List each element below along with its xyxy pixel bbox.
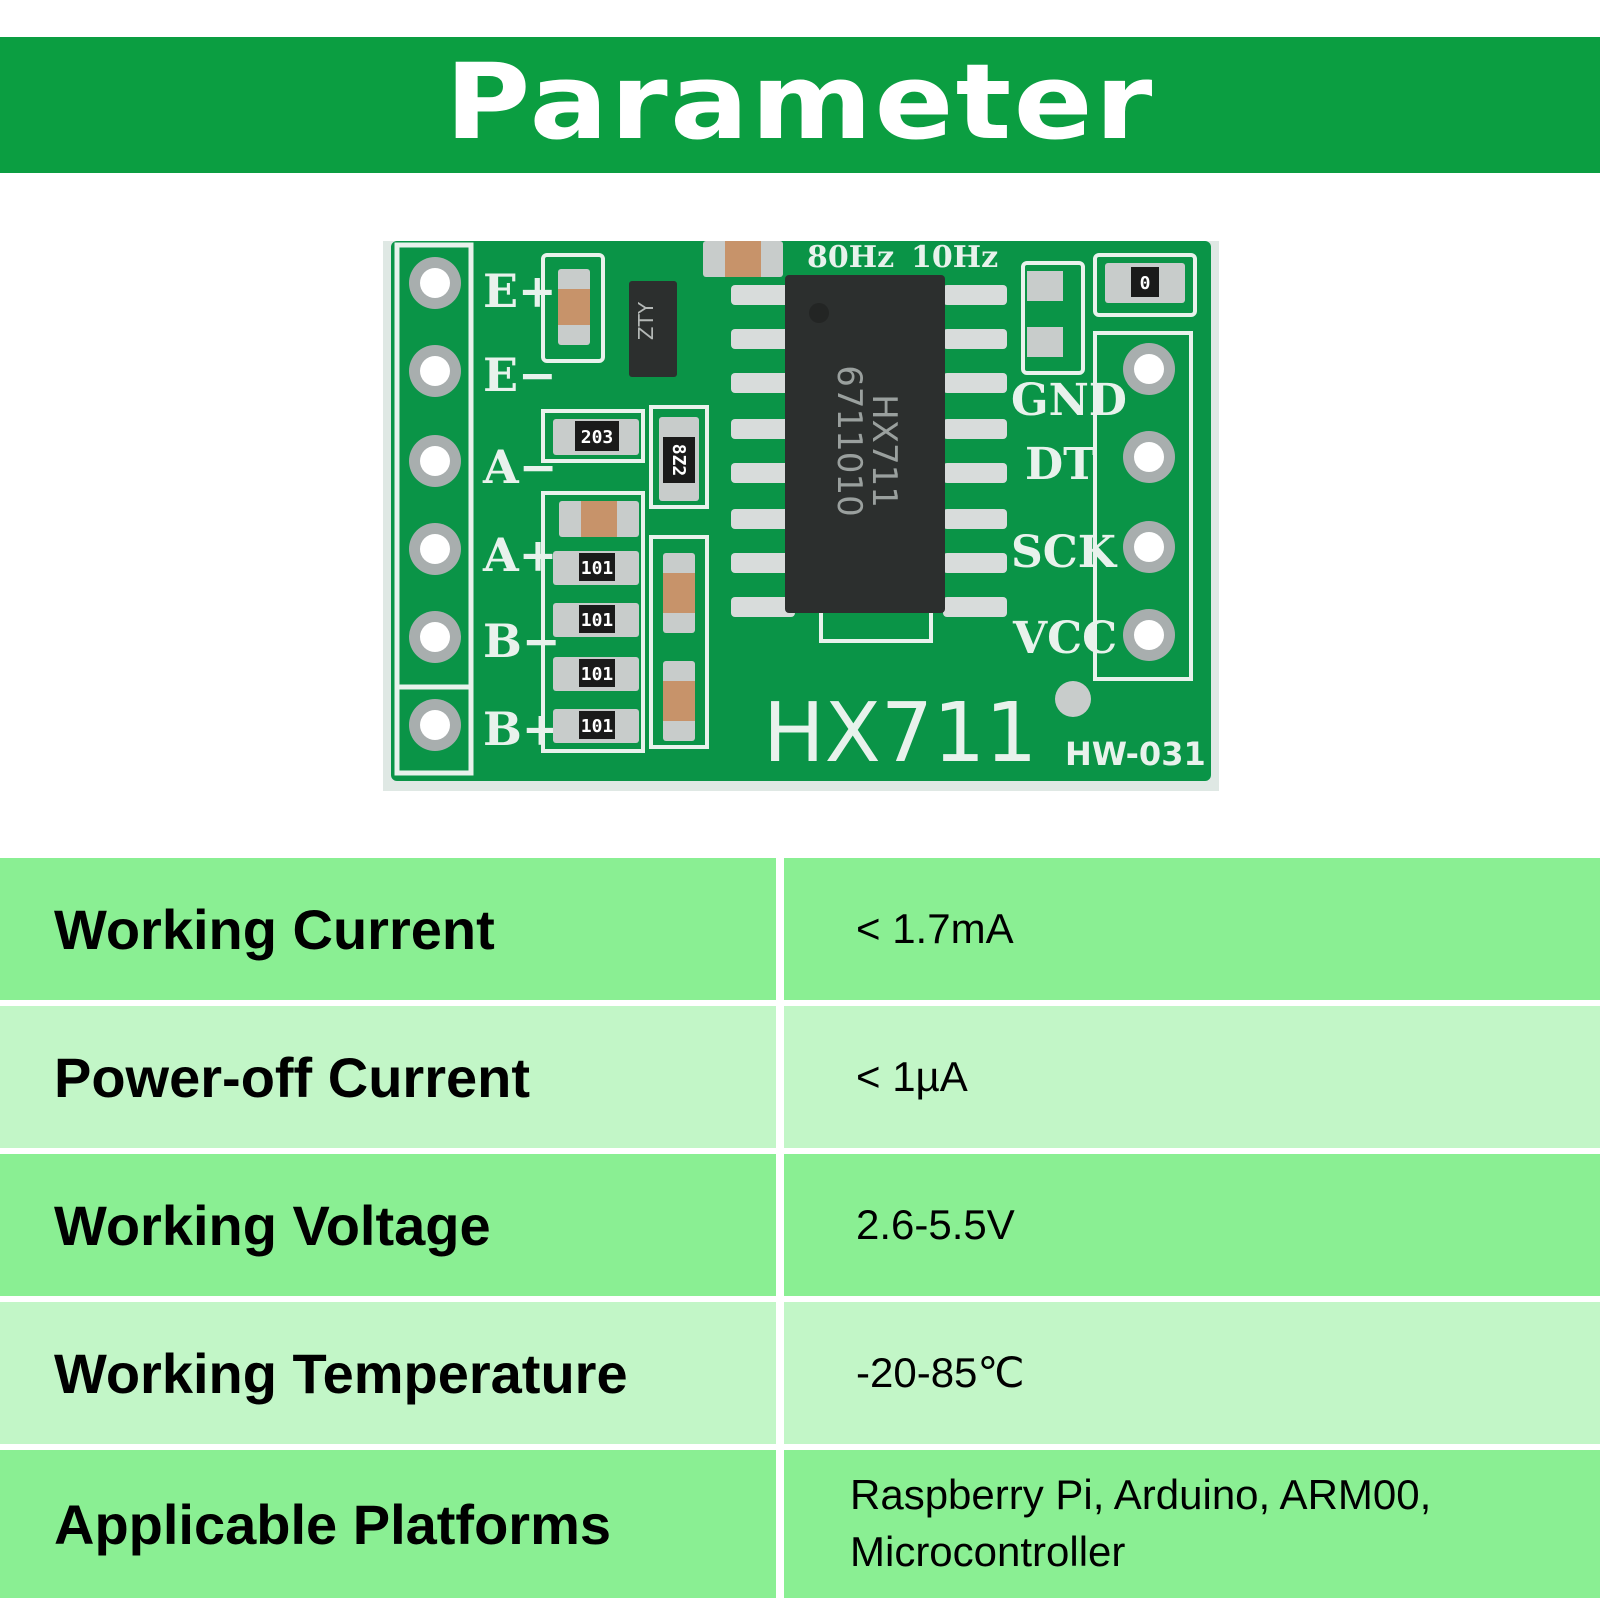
param-label: Working Current <box>0 858 776 1000</box>
chip-marking-model: HX711 <box>864 394 904 508</box>
param-value: 2.6-5.5V <box>784 1154 1600 1296</box>
resistors: 203 8Z2 101 101 101 101 0 <box>553 263 1185 743</box>
table-row: Working Current < 1.7mA <box>0 858 1600 1000</box>
param-value: < 1.7mA <box>784 858 1600 1000</box>
pin-label-b-minus: B− <box>483 614 560 668</box>
svg-text:8Z2: 8Z2 <box>668 444 689 477</box>
param-label: Applicable Platforms <box>0 1450 776 1598</box>
left-pin-holes <box>409 257 461 751</box>
hx711-board-image: E+ E− A− A+ B− B+ <box>383 241 1219 791</box>
table-row: Working Temperature -20-85℃ <box>0 1302 1600 1444</box>
chip-marking-code: 6711010 <box>829 365 869 516</box>
svg-text:203: 203 <box>581 427 614 448</box>
param-label: Working Temperature <box>0 1302 776 1444</box>
pin-label-e-minus: E− <box>483 348 557 402</box>
param-label: Power-off Current <box>0 1006 776 1148</box>
param-label: Working Voltage <box>0 1154 776 1296</box>
pin-label-gnd: GND <box>1011 375 1127 426</box>
pin-label-e-plus: E+ <box>483 264 557 318</box>
right-pin-holes <box>1123 343 1175 661</box>
svg-text:0: 0 <box>1140 273 1151 294</box>
pin-label-dt: DT <box>1025 439 1096 490</box>
capacitors <box>558 241 783 741</box>
page-title: Parameter <box>445 41 1155 163</box>
svg-text:101: 101 <box>581 558 614 579</box>
board-silk-model: HW-031 <box>1065 735 1206 773</box>
param-value: < 1µA <box>784 1006 1600 1148</box>
pin-label-vcc: VCC <box>1012 613 1117 664</box>
rate-label-80hz: 80Hz <box>807 241 894 275</box>
chip-leads <box>731 285 1007 617</box>
table-row: Working Voltage 2.6-5.5V <box>0 1154 1600 1296</box>
rate-label-10hz: 10Hz <box>911 241 998 275</box>
svg-text:101: 101 <box>581 610 614 631</box>
pin-label-sck: SCK <box>1011 527 1118 578</box>
transistor <box>629 281 677 377</box>
pin-label-b-plus: B+ <box>483 702 560 756</box>
hx711-chip <box>785 275 945 613</box>
table-row: Power-off Current < 1µA <box>0 1006 1600 1148</box>
param-value: -20-85℃ <box>784 1302 1600 1444</box>
param-value: Raspberry Pi, Arduino, ARM00, Microcontr… <box>784 1450 1600 1598</box>
title-banner: Parameter <box>0 37 1600 173</box>
svg-text:ZTY: ZTY <box>634 301 658 340</box>
pin-label-a-plus: A+ <box>482 528 557 582</box>
svg-text:101: 101 <box>581 716 614 737</box>
parameter-table: Working Current < 1.7mA Power-off Curren… <box>0 858 1600 1598</box>
svg-text:101: 101 <box>581 664 614 685</box>
table-row: Applicable Platforms Raspberry Pi, Ardui… <box>0 1450 1600 1598</box>
board-silk-name: HX711 <box>763 686 1037 781</box>
pin-label-a-minus: A− <box>482 440 557 494</box>
